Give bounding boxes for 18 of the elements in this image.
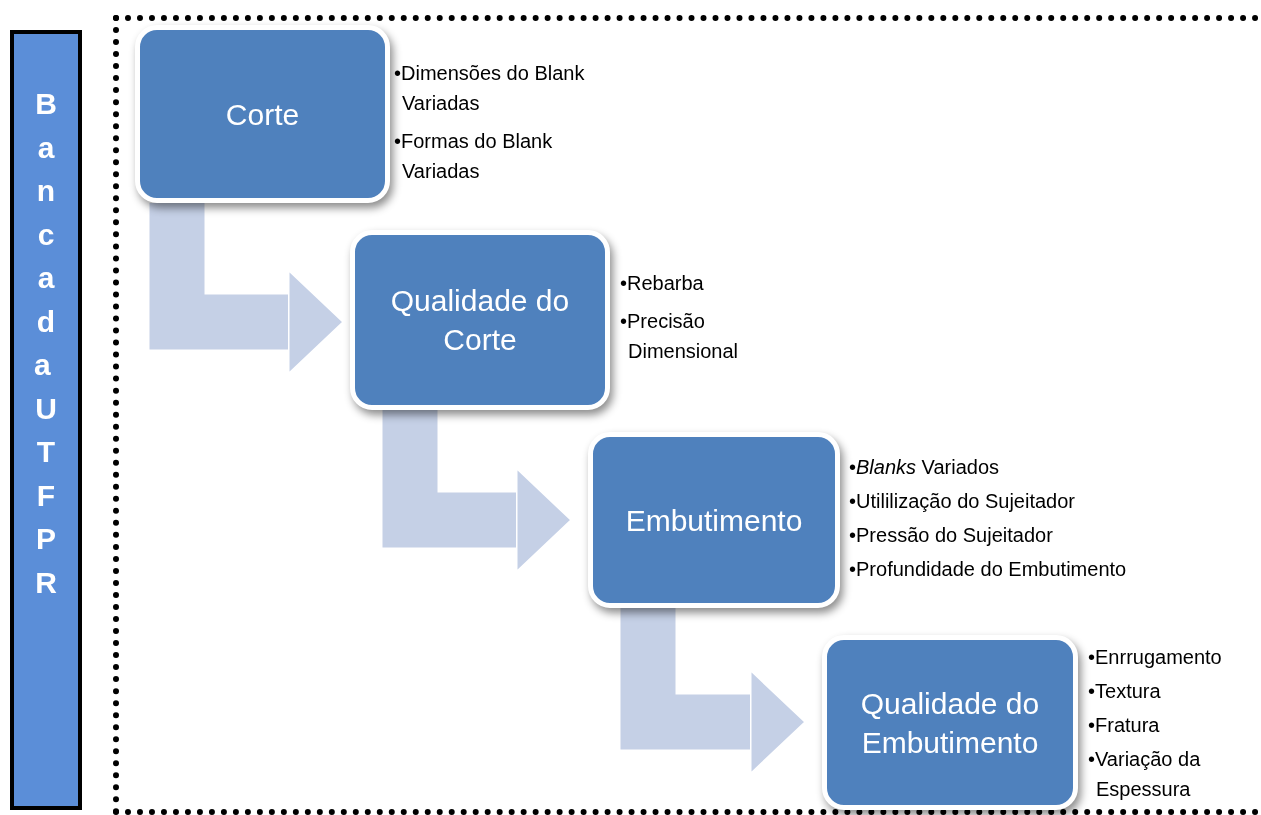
bullet-text: •Fratura xyxy=(1088,713,1161,738)
bullet-text: •Utililização do Sujeitador xyxy=(849,489,1076,514)
vertical-title: Bancada UTFPR xyxy=(34,86,58,601)
bullet-text: •Dimensões do Blank Variadas xyxy=(394,61,586,116)
step-title: Qualidade do Embutimento xyxy=(859,685,1041,761)
bullet-text: •Profundidade do Embutimento xyxy=(849,557,1128,582)
step-title: Corte xyxy=(225,96,300,133)
step-title: Qualidade do Corte xyxy=(389,283,571,358)
bullet-text: •Formas do Blank Variadas xyxy=(394,129,554,184)
step-title: Embutimento xyxy=(625,502,803,539)
bullet-text: •Blanks Variados xyxy=(849,455,1001,480)
bullet-text: •Pressão do Sujeitador xyxy=(849,523,1054,548)
bullet-text: •Rebarba xyxy=(620,271,705,296)
vertical-band xyxy=(10,30,82,810)
bullet-text: •Textura xyxy=(1088,679,1162,704)
bullet-text: •Enrrugamento xyxy=(1088,645,1223,670)
bullet-text: •Variação da Espessura xyxy=(1088,747,1202,802)
bullet-text: •Precisão Dimensional xyxy=(620,309,740,364)
